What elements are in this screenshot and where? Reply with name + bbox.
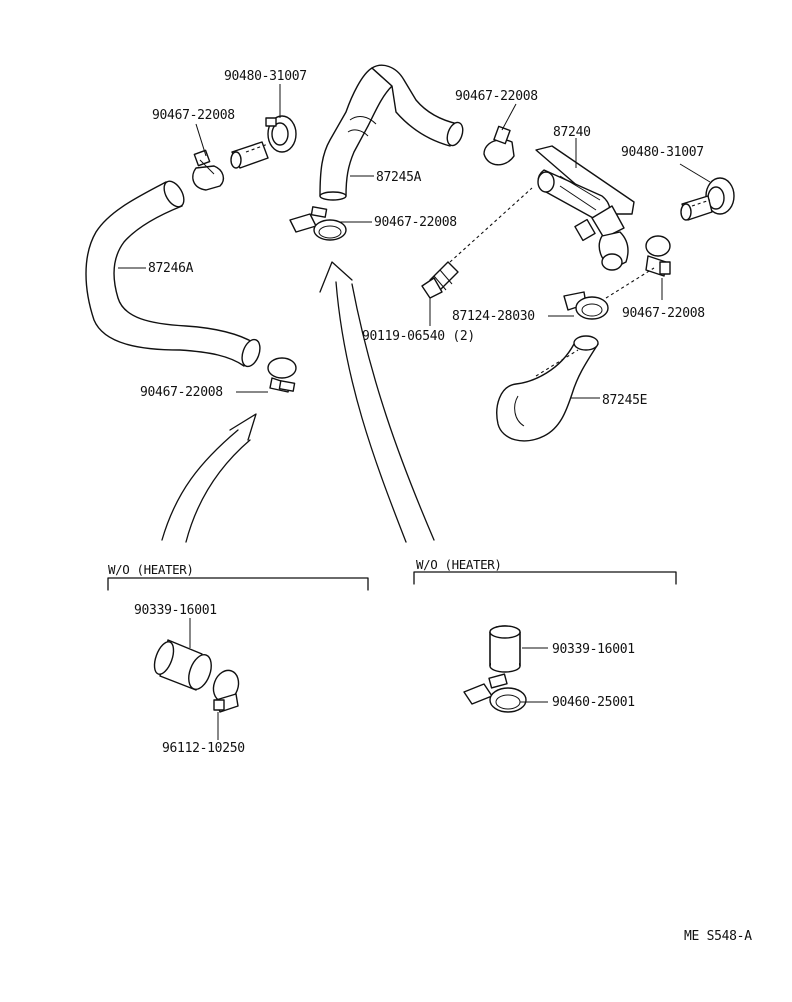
label-87245a: 87245A — [376, 170, 422, 185]
clamp-87124[interactable] — [563, 291, 609, 320]
dashed-link-clamp — [605, 267, 655, 299]
label-90467-center: 90467-22008 — [374, 215, 457, 230]
label-87124: 87124-28030 — [452, 309, 535, 324]
label-90339-right: 90339-16001 — [552, 642, 635, 657]
diagram-code: ME S548-A — [684, 929, 752, 944]
clamp-96112[interactable] — [209, 667, 242, 713]
clamp-90460[interactable] — [463, 673, 527, 713]
label-90119: 90119-06540 (2) — [362, 329, 475, 344]
clamp-90467-top-left[interactable] — [192, 149, 225, 191]
union-90480-top-left[interactable] — [230, 115, 297, 169]
bolt-90119[interactable] — [421, 261, 459, 299]
union-90480-right[interactable] — [680, 177, 735, 221]
label-90460: 90460-25001 — [552, 695, 635, 710]
arrow-left-section — [161, 413, 257, 543]
label-90480-top: 90480-31007 — [224, 69, 307, 84]
label-96112: 96112-10250 — [162, 741, 245, 756]
plug-90339-left[interactable] — [151, 639, 216, 692]
label-87240: 87240 — [553, 125, 591, 140]
dashed-link-hose — [535, 349, 579, 377]
bracket-right — [413, 571, 677, 585]
clamp-90467-left-bottom[interactable] — [267, 357, 297, 393]
label-90467-top-left: 90467-22008 — [152, 108, 235, 123]
dashed-link-bolt — [449, 187, 533, 263]
label-90467-top-right: 90467-22008 — [455, 89, 538, 104]
label-90339-left: 90339-16001 — [134, 603, 217, 618]
leader-lines — [118, 84, 711, 740]
plug-90339-right[interactable] — [489, 625, 521, 673]
section-left-title: W/O (HEATER) — [108, 562, 194, 577]
bracket-left — [107, 577, 369, 591]
hose-87245a[interactable] — [319, 64, 466, 201]
label-90467-right: 90467-22008 — [622, 306, 705, 321]
valve-87240[interactable] — [535, 145, 635, 271]
label-87245e: 87245E — [602, 393, 647, 408]
arrow-right-section — [319, 261, 435, 543]
hose-87246a[interactable] — [85, 178, 263, 369]
section-right-title: W/O (HEATER) — [416, 557, 502, 572]
label-87246a: 87246A — [148, 261, 194, 276]
clamp-90467-center[interactable] — [289, 206, 347, 241]
clamp-90467-top-right[interactable] — [483, 125, 515, 166]
hose-87245e[interactable] — [496, 335, 599, 442]
label-90480-right: 90480-31007 — [621, 145, 704, 160]
clamp-90467-right[interactable] — [645, 235, 671, 277]
label-90467-left-bottom: 90467-22008 — [140, 385, 223, 400]
